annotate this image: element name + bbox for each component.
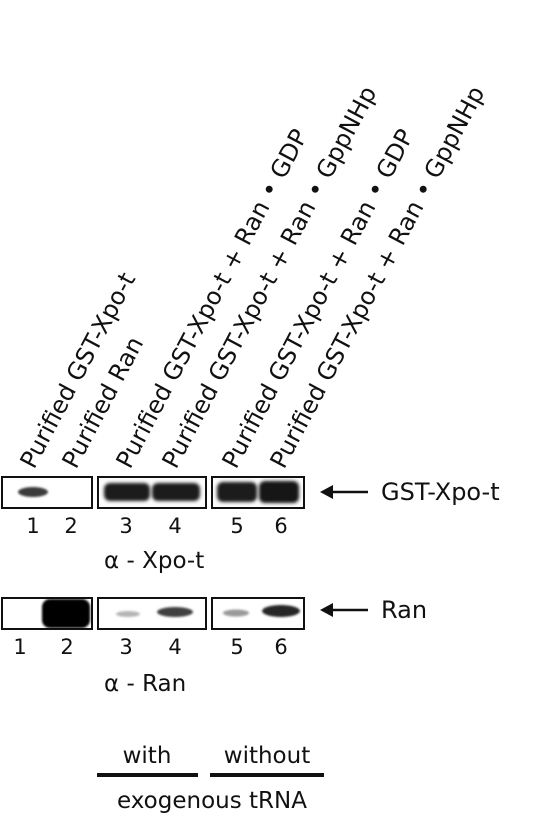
lane-number-5: 5	[230, 635, 243, 659]
band-ran-lane-2	[42, 599, 90, 628]
band-ran-lane-3	[116, 611, 140, 617]
lane-number-4: 4	[168, 514, 181, 538]
condition-labels: with without exogenous tRNA	[97, 743, 324, 814]
band-xpo-lane-4	[152, 483, 200, 501]
condition-without: without	[224, 743, 310, 769]
band-xpo-lane-1	[18, 487, 48, 497]
band-ran-lane-5	[223, 609, 249, 617]
band-ran-lane-4	[157, 607, 193, 617]
target-label: Ran	[381, 596, 427, 624]
target-label: GST-Xpo-t	[381, 478, 500, 506]
lane-number-5: 5	[230, 514, 243, 538]
band-xpo-lane-3	[104, 483, 150, 501]
lane-number-6: 6	[274, 514, 287, 538]
lane-number-2: 2	[60, 635, 73, 659]
blot-gst-xpo-t: 1 2 3 4 5 6 α - Xpo-t GST-Xpo-t	[1, 476, 500, 574]
lane-number-1: 1	[13, 635, 26, 659]
arrow-icon	[320, 603, 368, 617]
lane-number-3: 3	[119, 514, 132, 538]
lane-number-2: 2	[64, 514, 77, 538]
condition-with: with	[123, 743, 172, 769]
antibody-label: α - Xpo-t	[104, 548, 204, 574]
arrow-icon	[320, 485, 368, 499]
lane-labels: Purified GST-Xpo-t Purified Ran Purified…	[15, 81, 491, 472]
condition-shared: exogenous tRNA	[117, 788, 307, 814]
band-xpo-lane-5	[217, 482, 257, 502]
lane-number-3: 3	[119, 635, 132, 659]
lane-number-4: 4	[168, 635, 181, 659]
band-ran-lane-6	[262, 605, 300, 617]
band-xpo-lane-6	[259, 481, 299, 503]
blot-ran: 1 2 3 4 5 6 α - Ran Ran	[1, 596, 427, 697]
antibody-label: α - Ran	[104, 671, 186, 697]
lane-number-1: 1	[26, 514, 39, 538]
lane-label-3: Purified GST-Xpo-t + Ran • GDP	[111, 125, 314, 473]
lane-number-6: 6	[274, 635, 287, 659]
